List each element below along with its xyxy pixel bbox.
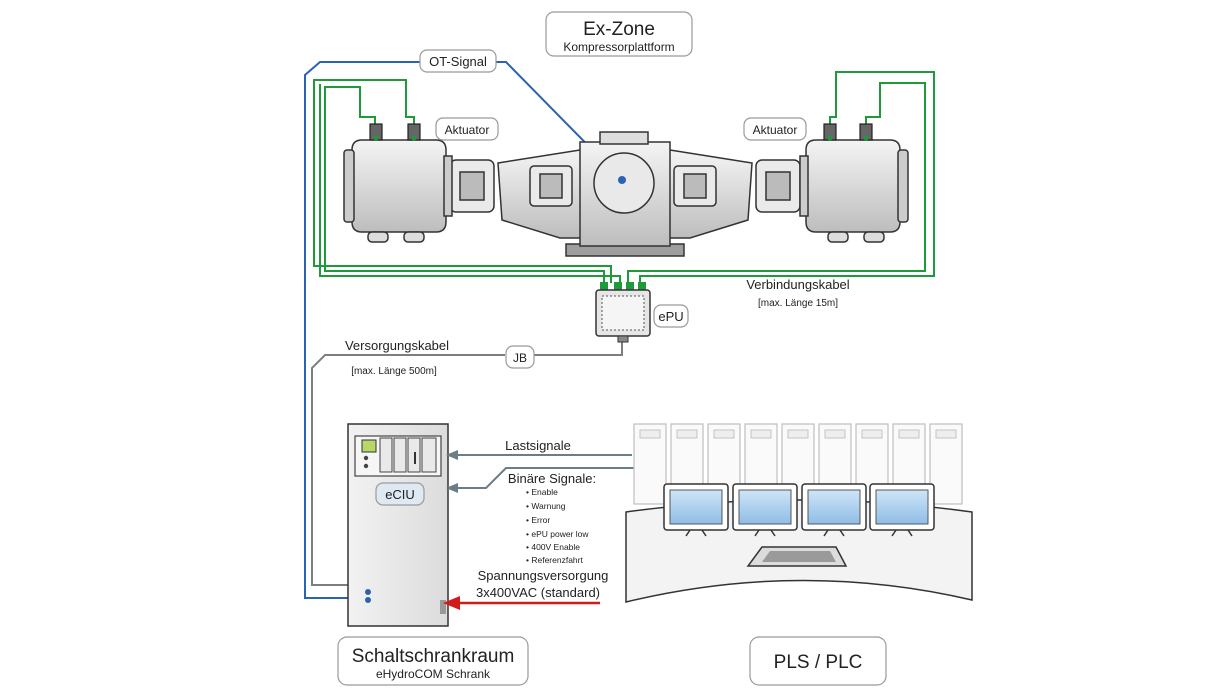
- svg-text:OT-Signal: OT-Signal: [429, 54, 487, 69]
- spannungsversorgung-value: 3x400VAC (standard): [476, 585, 600, 600]
- power-arrow-icon: [443, 596, 460, 610]
- jb-tag: JB: [505, 345, 535, 369]
- binary-signal-item: • Warnung: [526, 501, 566, 511]
- svg-text:ePU: ePU: [658, 309, 683, 324]
- control-cabinet: [347, 423, 449, 627]
- actuator-left-tag: Aktuator: [435, 117, 499, 141]
- binaere-signale-label: Binäre Signale:: [508, 471, 596, 486]
- lastsignale-arrow-icon: [446, 450, 458, 460]
- binary-signal-item: • Error: [526, 515, 550, 525]
- cabinet-title: Schaltschrankraum: [352, 646, 515, 667]
- connection-cables: [313, 71, 935, 283]
- eciu-tag: eCIU: [375, 482, 425, 506]
- binary-signal-item: • 400V Enable: [526, 542, 580, 552]
- signal-lines: [456, 454, 636, 489]
- actuator-right-tag: Aktuator: [743, 117, 807, 141]
- binary-signal-item: • Enable: [526, 487, 558, 497]
- verbindungskabel-label: Verbindungskabel: [746, 277, 849, 292]
- verbindungskabel-note: [max. Länge 15m]: [758, 298, 838, 309]
- cabinet-caption: Schaltschrankraum eHydroCOM Schrank: [337, 636, 529, 686]
- supply-cable: [311, 340, 623, 586]
- control-room: [625, 423, 973, 603]
- binary-signal-item: • Referenzfahrt: [526, 555, 583, 565]
- ex-zone-header: Ex-Zone Kompressorplattform: [545, 11, 693, 57]
- compressor: [343, 123, 909, 257]
- svg-text:Aktuator: Aktuator: [445, 123, 490, 137]
- cabinet-subtitle: eHydroCOM Schrank: [376, 667, 491, 681]
- ot-signal-line: [304, 61, 623, 599]
- epu-unit: [595, 282, 651, 343]
- binary-signals-list: • Enable • Warnung • Error • ePU power l…: [526, 487, 589, 565]
- svg-text:Aktuator: Aktuator: [753, 123, 798, 137]
- svg-text:JB: JB: [513, 351, 527, 365]
- binary-signals-arrow-icon: [446, 483, 458, 493]
- binary-signal-item: • ePU power low: [526, 529, 589, 539]
- svg-text:eCIU: eCIU: [385, 487, 415, 502]
- pls-caption: PLS / PLC: [749, 636, 887, 686]
- pls-title: PLS / PLC: [774, 652, 863, 673]
- versorgungskabel-label: Versorgungskabel: [345, 338, 449, 353]
- ot-signal-tag: OT-Signal: [419, 49, 497, 73]
- ex-zone-title: Ex-Zone: [583, 19, 655, 40]
- lastsignale-label: Lastsignale: [505, 438, 571, 453]
- ot-signal-sensor-icon: [618, 176, 626, 184]
- spannungsversorgung-label: Spannungsversorgung: [478, 568, 609, 583]
- versorgungskabel-note: [max. Länge 500m]: [351, 366, 437, 377]
- ex-zone-subtitle: Kompressorplattform: [563, 40, 674, 54]
- epu-tag: ePU: [653, 304, 689, 328]
